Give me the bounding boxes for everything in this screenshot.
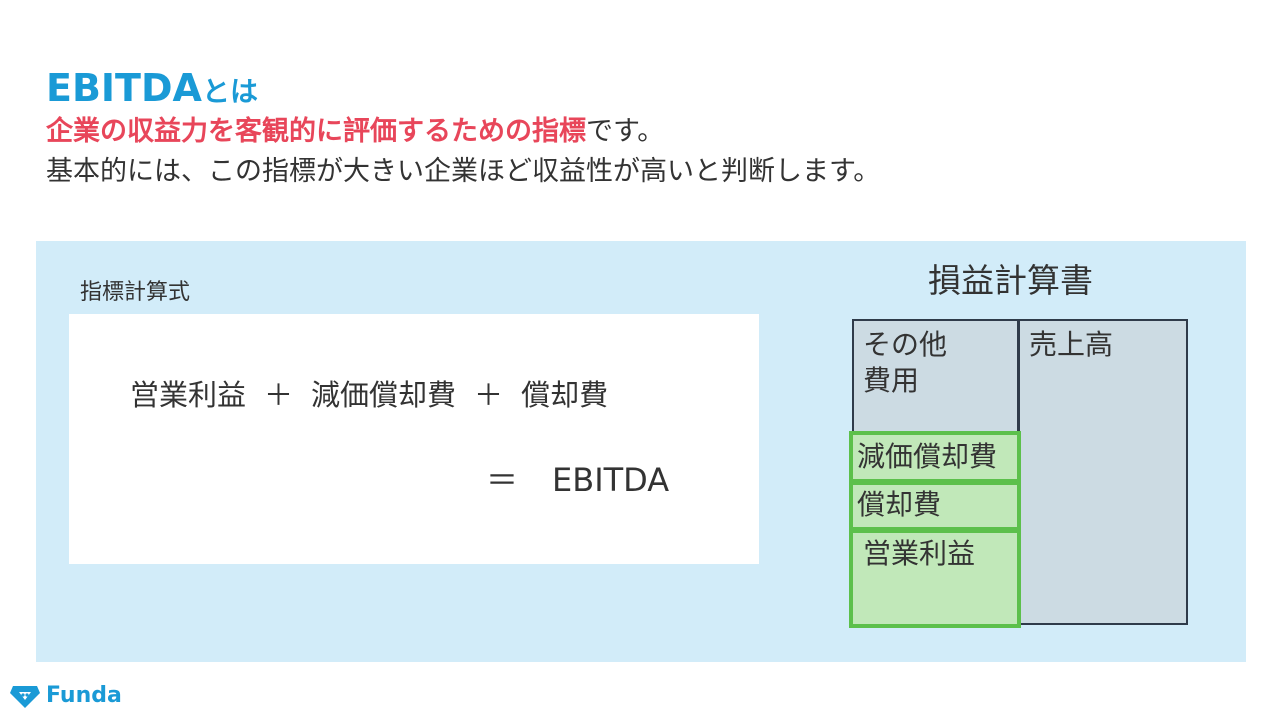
formula-term-depreciation: 減価償却費 xyxy=(311,378,457,412)
definition-accent: 企業の収益力を客観的に評価するための指標 xyxy=(46,116,586,147)
brand-name: Funda xyxy=(46,683,122,708)
explanation-line: 基本的には、この指標が大きい企業ほど収益性が高いと判断します。 xyxy=(46,156,881,187)
formula-result-value: EBITDA xyxy=(552,461,670,499)
plus-operator: ＋ xyxy=(264,378,294,412)
operating-income-block xyxy=(849,529,1021,628)
sales-column xyxy=(1018,319,1188,625)
other-expenses-label-line2: 費用 xyxy=(863,364,920,397)
page-title: EBITDAとは xyxy=(46,62,258,118)
formula-term-operating-income: 営業利益 xyxy=(130,378,247,412)
formula-expression: 営業利益 ＋ 減価償却費 ＋ 償却費 xyxy=(130,374,608,416)
income-statement-title: 損益計算書 xyxy=(928,261,1093,300)
sales-label: 売上高 xyxy=(1029,328,1114,361)
definition-rest: です。 xyxy=(586,116,665,147)
formula-result: ＝ EBITDA xyxy=(486,458,669,502)
title-main: EBITDA xyxy=(46,66,202,110)
other-expenses-label-line1: その他 xyxy=(863,328,948,361)
operating-income-label: 営業利益 xyxy=(863,537,976,570)
definition-line: 企業の収益力を客観的に評価するための指標です。 xyxy=(46,113,664,151)
formula-label: 指標計算式 xyxy=(80,280,191,305)
plus-operator: ＋ xyxy=(474,378,504,412)
depreciation-label: 減価償却費 xyxy=(857,440,998,473)
funda-logo-icon xyxy=(10,686,40,708)
brand-logo: Funda xyxy=(10,679,122,713)
equals-operator: ＝ xyxy=(486,461,519,499)
title-suffix: とは xyxy=(201,75,258,108)
formula-box xyxy=(69,314,759,564)
amortization-label: 償却費 xyxy=(857,488,942,521)
formula-term-amortization: 償却費 xyxy=(521,378,609,412)
